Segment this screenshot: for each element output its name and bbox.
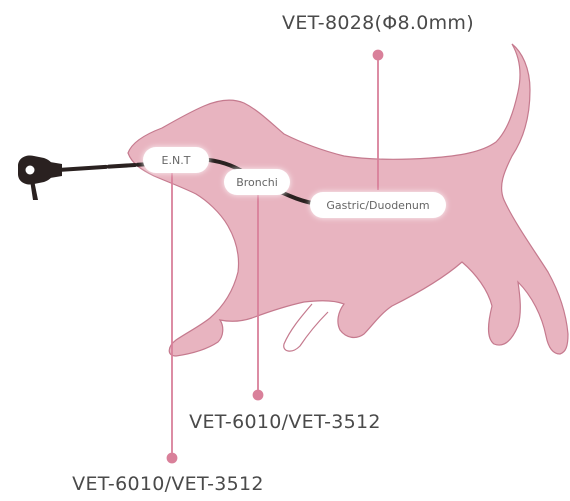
- endoscope-handle-icon: [18, 155, 62, 200]
- pill-ent: E.N.T: [143, 147, 209, 173]
- pill-ent-label: E.N.T: [162, 154, 191, 167]
- top-model-caption: VET-8028(Φ8.0mm): [282, 12, 474, 34]
- middle-model-caption: VET-6010/VET-3512: [189, 411, 381, 433]
- scope-outer-cable: [58, 164, 150, 170]
- pill-gastric-label: Gastric/Duodenum: [326, 199, 429, 212]
- pill-bronchi: Bronchi: [224, 169, 290, 195]
- pill-gastric: Gastric/Duodenum: [310, 192, 446, 218]
- bottom-model-caption: VET-6010/VET-3512: [72, 473, 264, 495]
- leader-dot-middle: [254, 391, 263, 400]
- pill-bronchi-label: Bronchi: [236, 176, 278, 189]
- dog-inner-leg: [284, 304, 328, 351]
- leader-dot-bottom: [168, 454, 177, 463]
- leader-dot-top: [374, 51, 383, 60]
